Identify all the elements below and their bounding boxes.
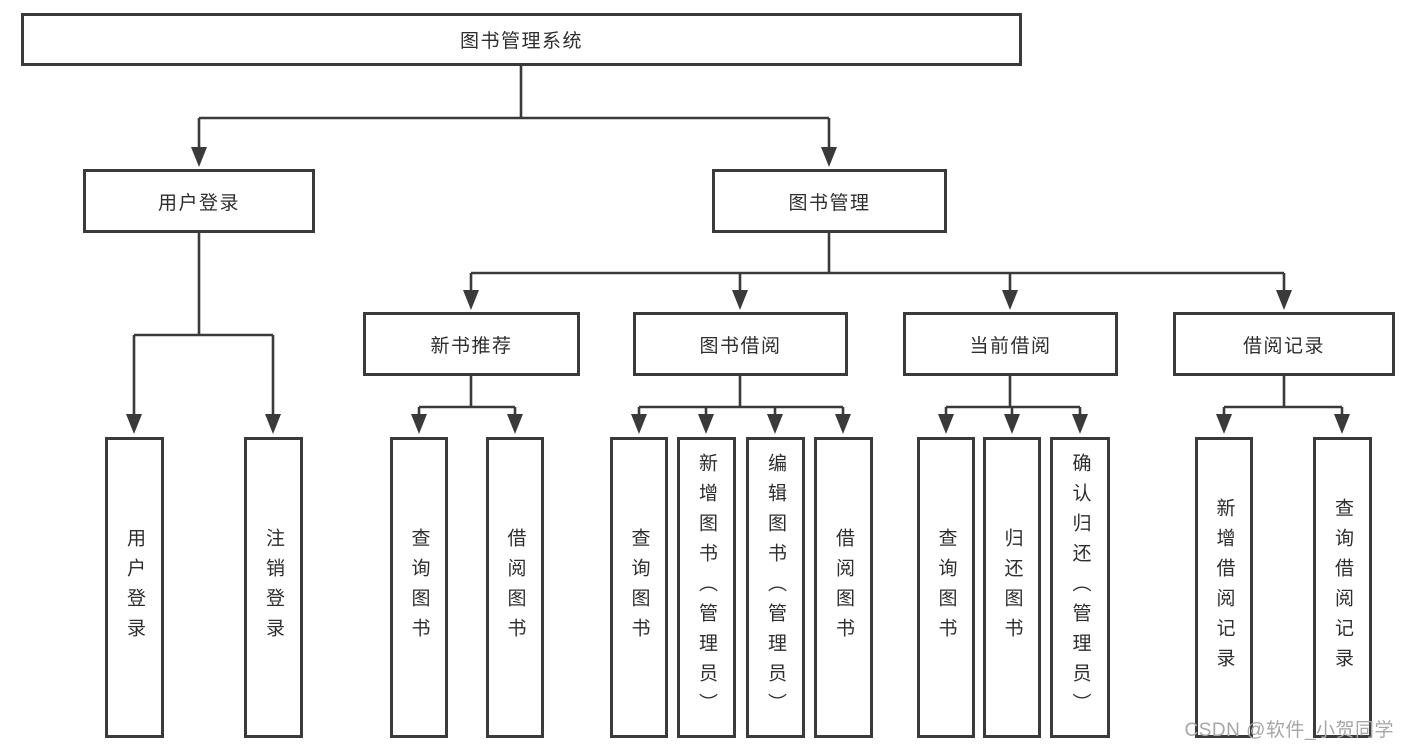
leaf-query-books-borrow-label: 查询图书 — [628, 527, 650, 648]
node-borrow-records-label: 借阅记录 — [1242, 335, 1325, 357]
node-current-borrow: 当前借阅 — [903, 312, 1118, 376]
node-book-management: 图书管理 — [712, 169, 947, 233]
leaf-confirm-return-admin: 确认归还（管理员） — [1050, 437, 1110, 738]
leaf-user-login: 用户登录 — [105, 437, 164, 738]
leaf-query-borrow-record: 查询借阅记录 — [1313, 437, 1372, 738]
node-book-management-label: 图书管理 — [788, 192, 871, 214]
node-root: 图书管理系统 — [21, 13, 1022, 66]
leaf-query-books-recommend: 查询图书 — [390, 437, 448, 738]
node-user-login-label: 用户登录 — [157, 192, 240, 214]
leaf-edit-book-admin: 编辑图书（管理员） — [746, 437, 805, 738]
leaf-add-borrow-record: 新增借阅记录 — [1195, 437, 1253, 738]
leaf-edit-book-admin-label: 编辑图书（管理员） — [765, 452, 786, 723]
node-book-borrow: 图书借阅 — [633, 312, 848, 376]
leaf-return-book: 归还图书 — [983, 437, 1041, 738]
node-root-label: 图书管理系统 — [459, 31, 583, 52]
leaf-add-book-admin-label: 新增图书（管理员） — [696, 452, 717, 723]
leaf-user-login-label: 用户登录 — [124, 527, 145, 648]
leaf-query-books-current: 查询图书 — [917, 437, 975, 738]
leaf-query-books-borrow: 查询图书 — [610, 437, 668, 738]
leaf-query-books-recommend-label: 查询图书 — [408, 527, 430, 648]
leaf-query-borrow-record-label: 查询借阅记录 — [1332, 497, 1353, 678]
leaf-borrow-books-recommend: 借阅图书 — [486, 437, 544, 738]
leaf-confirm-return-admin-label: 确认归还（管理员） — [1069, 452, 1091, 723]
leaf-add-borrow-record-label: 新增借阅记录 — [1213, 497, 1235, 678]
leaf-query-books-current-label: 查询图书 — [935, 527, 957, 648]
leaf-return-book-label: 归还图书 — [1001, 527, 1023, 648]
node-current-borrow-label: 当前借阅 — [969, 335, 1052, 357]
leaf-borrow-books-recommend-label: 借阅图书 — [504, 527, 526, 648]
node-user-login: 用户登录 — [83, 169, 315, 233]
leaf-borrow-books: 借阅图书 — [814, 437, 873, 738]
leaf-add-book-admin: 新增图书（管理员） — [677, 437, 736, 738]
node-new-book-recommend: 新书推荐 — [363, 312, 580, 376]
leaf-logout-label: 注销登录 — [263, 527, 284, 648]
watermark: CSDN @软件_小贺同学 — [1184, 720, 1394, 741]
leaf-borrow-books-label: 借阅图书 — [833, 527, 854, 648]
leaf-logout: 注销登录 — [244, 437, 303, 738]
node-borrow-records: 借阅记录 — [1173, 312, 1395, 376]
node-book-borrow-label: 图书借阅 — [699, 335, 782, 357]
node-new-book-recommend-label: 新书推荐 — [430, 335, 513, 357]
